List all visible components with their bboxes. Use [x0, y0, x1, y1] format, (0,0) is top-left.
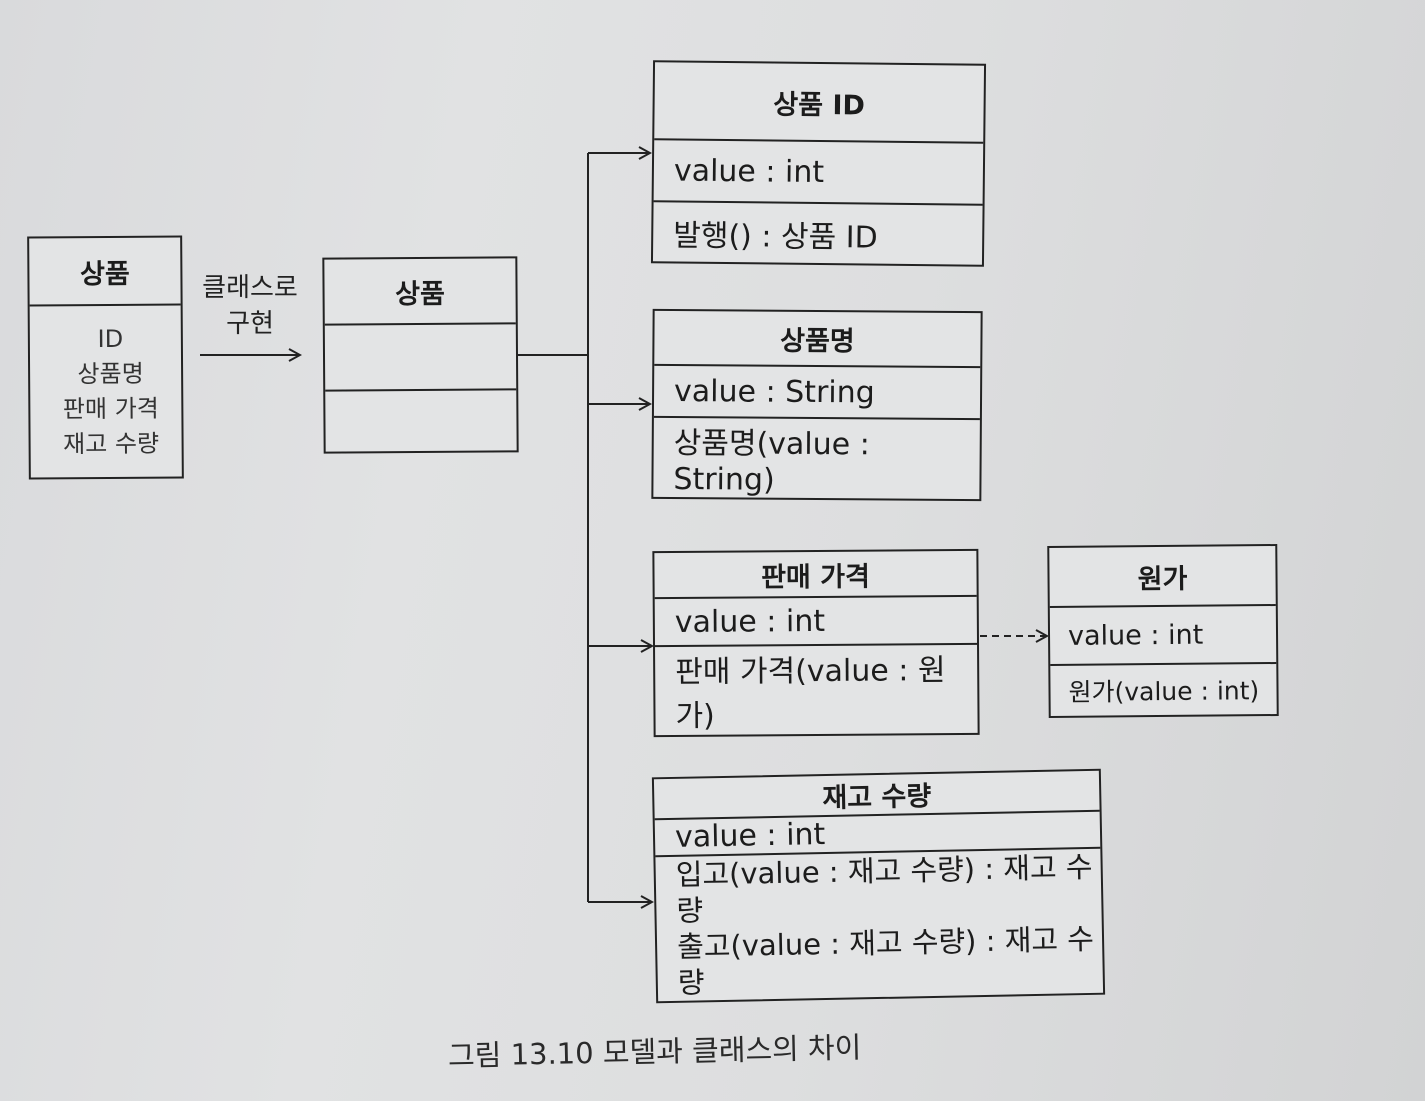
product-name-field: value : String	[653, 364, 981, 419]
product-model-attributes: ID 상품명 판매 가격 재고 수량	[29, 303, 182, 478]
implement-label: 클래스로 구현	[188, 270, 312, 342]
cost-title: 원가	[1137, 563, 1188, 595]
attribute-stock-quantity: 재고 수량	[63, 429, 160, 458]
product-class-fields	[324, 322, 517, 390]
product-id-title: 상품 ID	[773, 89, 866, 121]
stock-quantity-methods: 입고(value : 재고 수량) : 재고 수량 출고(value : 재고 …	[655, 846, 1104, 1002]
sale-price-method: 판매 가격(value : 원가)	[655, 642, 978, 736]
attribute-sale-price: 판매 가격	[62, 394, 159, 423]
sale-price-field: value : int	[654, 595, 978, 646]
stock-quantity-class-box: 재고 수량 value : int 입고(value : 재고 수량) : 재고…	[651, 768, 1106, 1004]
implement-label-line1: 클래스로	[202, 273, 298, 303]
attribute-product-name: 상품명	[77, 359, 144, 388]
product-id-method: 발행() : 상품 ID	[652, 200, 983, 265]
figure-caption: 그림 13.10 모델과 클래스의 차이	[447, 1030, 862, 1073]
product-id-class-box: 상품 ID value : int 발행() : 상품 ID	[650, 60, 987, 267]
cost-class-box: 원가 value : int 원가(value : int)	[1047, 543, 1279, 719]
product-name-method: 상품명(value : String)	[653, 415, 980, 500]
product-model-box: 상품 ID 상품명 판매 가격 재고 수량	[27, 235, 184, 480]
product-id-field: value : int	[653, 138, 984, 204]
cost-field: value : int	[1049, 604, 1277, 664]
sale-price-title: 판매 가격	[761, 561, 871, 594]
product-class-methods	[325, 388, 517, 452]
product-name-class-box: 상품명 value : String 상품명(value : String)	[651, 308, 983, 502]
stock-out-method: 출고(value : 재고 수량) : 재고 수량	[676, 921, 1095, 1000]
stock-in-method: 입고(value : 재고 수량) : 재고 수량	[675, 849, 1093, 928]
sale-price-class-box: 판매 가격 value : int 판매 가격(value : 원가)	[652, 548, 980, 738]
cost-method: 원가(value : int)	[1050, 662, 1277, 716]
implement-label-line2: 구현	[226, 309, 274, 339]
product-model-title: 상품	[79, 258, 130, 290]
product-class-box: 상품	[322, 256, 519, 454]
product-name-title: 상품명	[780, 325, 855, 358]
product-class-title: 상품	[395, 278, 446, 310]
attribute-id: ID	[97, 324, 124, 353]
